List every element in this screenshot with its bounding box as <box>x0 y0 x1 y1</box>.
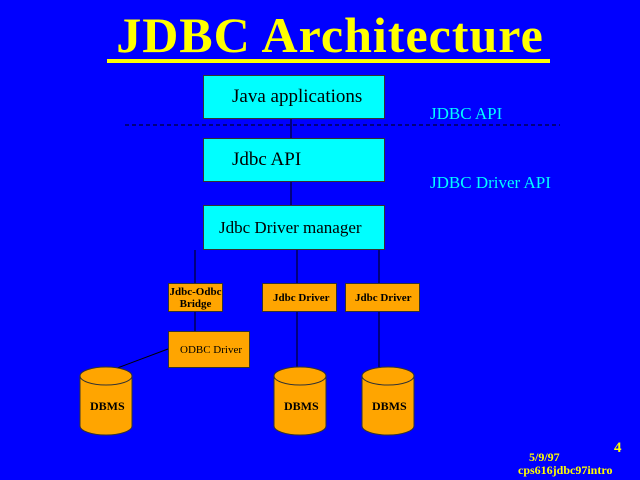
jdbc-odbc-bridge-label-line1: Jdbc-Odbc <box>169 286 222 298</box>
jdbc-driver-box-1: Jdbc Driver <box>262 283 337 312</box>
dbms-label-1: DBMS <box>90 399 125 413</box>
jdbc-odbc-bridge-label-line2: Bridge <box>179 298 212 310</box>
jdbc-api-label: Jdbc API <box>232 149 302 170</box>
jdbc-api-box: Jdbc API <box>203 138 385 182</box>
database-cylinder-1 <box>79 366 133 436</box>
driver-manager-box: Jdbc Driver manager <box>203 205 385 250</box>
slide-title: JDBC Architecture <box>116 7 544 63</box>
java-applications-box: Java applications <box>203 75 385 119</box>
java-applications-label: Java applications <box>232 86 363 107</box>
database-cylinder-3 <box>361 366 415 436</box>
dbms-label-3: DBMS <box>372 399 407 413</box>
page-number: 4 <box>614 440 622 456</box>
jdbc-driver-label-2: Jdbc Driver <box>355 292 412 304</box>
database-cylinder-2 <box>273 366 327 436</box>
odbc-driver-box: ODBC Driver <box>168 331 250 368</box>
dbms-label-2: DBMS <box>284 399 319 413</box>
jdbc-driver-box-2: Jdbc Driver <box>345 283 420 312</box>
connector-odbc-to-db1 <box>111 348 169 371</box>
jdbc-api-side-label: JDBC API <box>430 104 503 123</box>
jdbc-driver-label-1: Jdbc Driver <box>273 292 330 304</box>
footer-date: 5/9/97 <box>529 450 560 464</box>
odbc-driver-label: ODBC Driver <box>180 344 243 356</box>
jdbc-driver-api-side-label: JDBC Driver API <box>430 173 551 192</box>
driver-manager-label: Jdbc Driver manager <box>219 218 362 237</box>
title-underline <box>107 59 550 63</box>
jdbc-odbc-bridge-box: Jdbc-Odbc Bridge <box>168 283 223 312</box>
course-code: cps616jdbc97intro <box>518 463 613 477</box>
